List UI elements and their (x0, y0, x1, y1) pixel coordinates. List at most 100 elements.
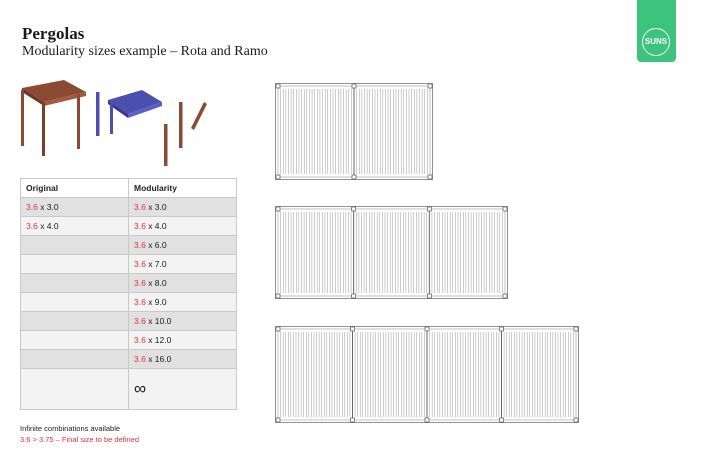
plan-outer-frame (275, 206, 508, 299)
cell-modularity: 3.6 x 10.0 (128, 311, 237, 331)
plan-post (499, 326, 504, 332)
plan-post (426, 206, 432, 212)
plan-post (573, 417, 579, 423)
brown-beam (191, 102, 207, 130)
cell-original (20, 254, 129, 274)
plan-post (573, 326, 579, 332)
size-length: x 9.0 (145, 297, 167, 307)
infinity-symbol: ∞ (134, 379, 147, 398)
plan-module (356, 212, 427, 293)
size-length: x 4.0 (37, 221, 59, 231)
pergola-illustration (21, 80, 207, 166)
plan-inner-frame (277, 208, 506, 297)
size-length: x 4.0 (145, 221, 167, 231)
size-width: 3.6 (134, 354, 146, 364)
plan-post (350, 326, 355, 332)
plan-post (351, 83, 357, 89)
plan-post (350, 417, 355, 423)
logo-text: SUNS (642, 28, 670, 56)
plan-post (351, 293, 357, 299)
table-row: 3.6 x 8.0 (20, 273, 237, 293)
plan-post (502, 206, 508, 212)
size-width: 3.6 (134, 335, 146, 345)
plan-module (429, 332, 500, 417)
cell-modularity: 3.6 x 6.0 (128, 235, 237, 255)
plan-post (275, 83, 281, 89)
plan-post (424, 417, 430, 423)
size-width: 3.6 (26, 202, 38, 212)
plan-post (502, 293, 508, 299)
plan-post (275, 417, 281, 423)
cell-modularity: 3.6 x 3.0 (128, 197, 237, 217)
cell-original (20, 368, 129, 410)
plan-post (351, 206, 357, 212)
suns-logo: SUNS (637, 0, 676, 62)
size-width: 3.6 (134, 278, 146, 288)
cell-original: 3.6 x 4.0 (20, 216, 129, 236)
table-row-infinity: ∞ (20, 368, 237, 410)
table-row: 3.6 x 12.0 (20, 330, 237, 350)
cell-original (20, 330, 129, 350)
cell-modularity: 3.6 x 4.0 (128, 216, 237, 236)
cell-original (20, 349, 129, 369)
plan-module (280, 212, 352, 293)
table-row: 3.6 x 7.0 (20, 254, 237, 274)
size-length: x 8.0 (145, 278, 167, 288)
plan-post (424, 326, 430, 332)
plan-post (499, 417, 504, 423)
size-width: 3.6 (134, 240, 146, 250)
plan-post (427, 174, 433, 180)
size-width: 3.6 (134, 259, 146, 269)
page-title: Pergolas (22, 24, 85, 43)
brown-post (164, 124, 168, 166)
cell-original (20, 311, 129, 331)
plan-post (351, 174, 357, 180)
brown-post (21, 90, 24, 146)
cell-modularity: 3.6 x 16.0 (128, 349, 237, 369)
size-length: x 12.0 (145, 335, 172, 345)
plan-post (275, 206, 281, 212)
plan-module (280, 332, 351, 417)
cell-modularity: 3.6 x 9.0 (128, 292, 237, 312)
cell-original (20, 292, 129, 312)
cell-modularity: 3.6 x 12.0 (128, 330, 237, 350)
size-width: 3.6 (134, 316, 146, 326)
plan-module (431, 212, 503, 293)
note-infinite: Infinite combinations available (20, 424, 121, 433)
cell-infinity: ∞ (128, 368, 237, 410)
plan-module (356, 89, 428, 174)
plan-post (275, 293, 281, 299)
blue-pergola-roof (108, 90, 162, 114)
plan-view-3-modules (275, 206, 508, 299)
plan-post (275, 326, 281, 332)
size-width: 3.6 (134, 221, 146, 231)
cell-modularity: 3.6 x 7.0 (128, 254, 237, 274)
note-final-size: 3.6 > 3.75 – Final size to be defined (20, 435, 140, 444)
table-row: 3.6 x 9.0 (20, 292, 237, 312)
size-length: x 10.0 (145, 316, 172, 326)
size-length: x 16.0 (145, 354, 172, 364)
header-original: Original (20, 178, 129, 198)
plan-post (275, 174, 281, 180)
cell-original: 3.6 x 3.0 (20, 197, 129, 217)
size-width: 3.6 (26, 221, 38, 231)
plan-module (280, 89, 352, 174)
size-length: x 3.0 (145, 202, 167, 212)
size-length: x 6.0 (145, 240, 167, 250)
cell-original (20, 273, 129, 293)
plan-module (503, 332, 574, 417)
page-subtitle: Modularity sizes example – Rota and Ramo (22, 44, 268, 59)
plan-view-2-modules (275, 83, 433, 180)
table-row: 3.6 x 10.0 (20, 311, 237, 331)
cell-original (20, 235, 129, 255)
size-width: 3.6 (134, 202, 146, 212)
plan-post (426, 293, 432, 299)
plan-module (354, 332, 425, 417)
cell-modularity: 3.6 x 8.0 (128, 273, 237, 293)
header-modularity: Modularity (128, 178, 237, 198)
table-row: 3.6 x 16.0 (20, 349, 237, 369)
